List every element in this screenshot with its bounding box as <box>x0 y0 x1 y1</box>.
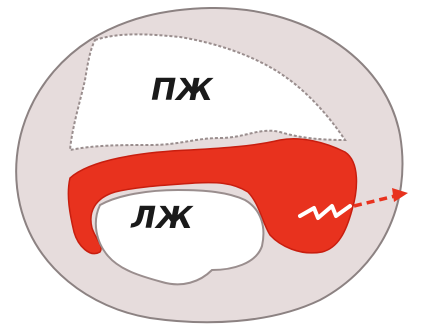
left-ventricle-label: ЛЖ <box>130 201 194 236</box>
right-ventricle-label: ПЖ <box>151 73 214 108</box>
